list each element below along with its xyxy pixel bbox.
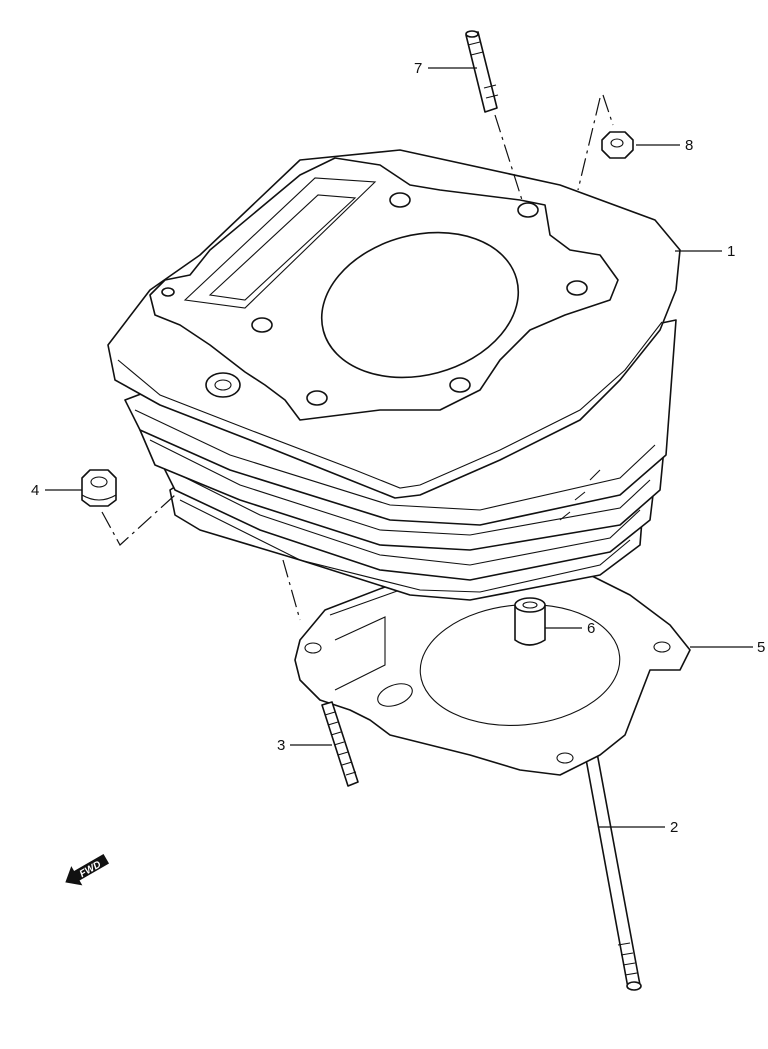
callout-5: 5	[757, 639, 765, 656]
assembly-guide-lines	[101, 94, 614, 621]
callout-2: 2	[670, 819, 678, 836]
fwd-label: FWD	[78, 859, 103, 880]
callout-3: 3	[277, 737, 285, 754]
part-short-stud	[321, 701, 359, 787]
fwd-arrow-icon: FWD	[65, 853, 110, 886]
part-cap-nut-side	[81, 469, 117, 507]
callout-1: 1	[727, 243, 735, 260]
leader-lines	[45, 67, 753, 828]
callout-4: 4	[31, 482, 39, 499]
part-cylinder	[107, 149, 681, 601]
callout-8: 8	[685, 137, 693, 154]
part-top-stud	[465, 30, 499, 113]
part-dowel-pin	[514, 597, 546, 646]
callout-7: 7	[414, 60, 422, 77]
callout-6: 6	[587, 620, 595, 637]
part-cap-nut-top	[601, 131, 634, 159]
